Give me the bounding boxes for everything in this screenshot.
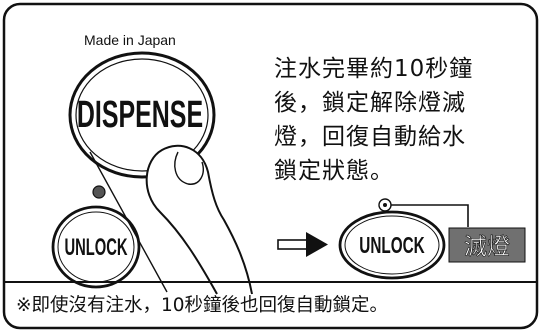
instruction-panel: Made in Japan DISPENSE UNLOCK	[2, 2, 539, 330]
unlock-label-left: UNLOCK	[64, 234, 127, 261]
lamp-off-badge: 滅燈	[448, 227, 526, 263]
finger-press-icon	[89, 144, 253, 295]
unlock-button-right[interactable]: UNLOCK	[338, 210, 446, 280]
unlock-button-left[interactable]: UNLOCK	[51, 205, 141, 289]
note-line-4: 鎖定狀態。	[274, 158, 394, 184]
lock-lamp-icon	[92, 185, 106, 199]
unlock-label-right: UNLOCK	[359, 233, 425, 259]
instruction-note: 注水完畢約10秒鐘 後，鎖定解除燈滅 燈，回復自動給水 鎖定狀態。	[274, 52, 534, 188]
note-line-1: 注水完畢約10秒鐘	[274, 56, 474, 82]
note-line-3: 燈，回復自動給水	[274, 124, 466, 150]
note-line-2: 後，鎖定解除燈滅	[274, 90, 466, 116]
diagram-canvas: Made in Japan DISPENSE UNLOCK	[2, 2, 539, 330]
made-in-japan-label: Made in Japan	[84, 32, 176, 48]
dispense-label: DISPENSE	[77, 93, 203, 136]
arrow-right-icon	[277, 232, 328, 257]
lamp-indicator-icon	[378, 198, 469, 227]
lamp-off-label: 滅燈	[464, 234, 510, 260]
footer-note: ※即使沒有注水，10秒鐘後也回復自動鎖定。	[16, 295, 389, 316]
